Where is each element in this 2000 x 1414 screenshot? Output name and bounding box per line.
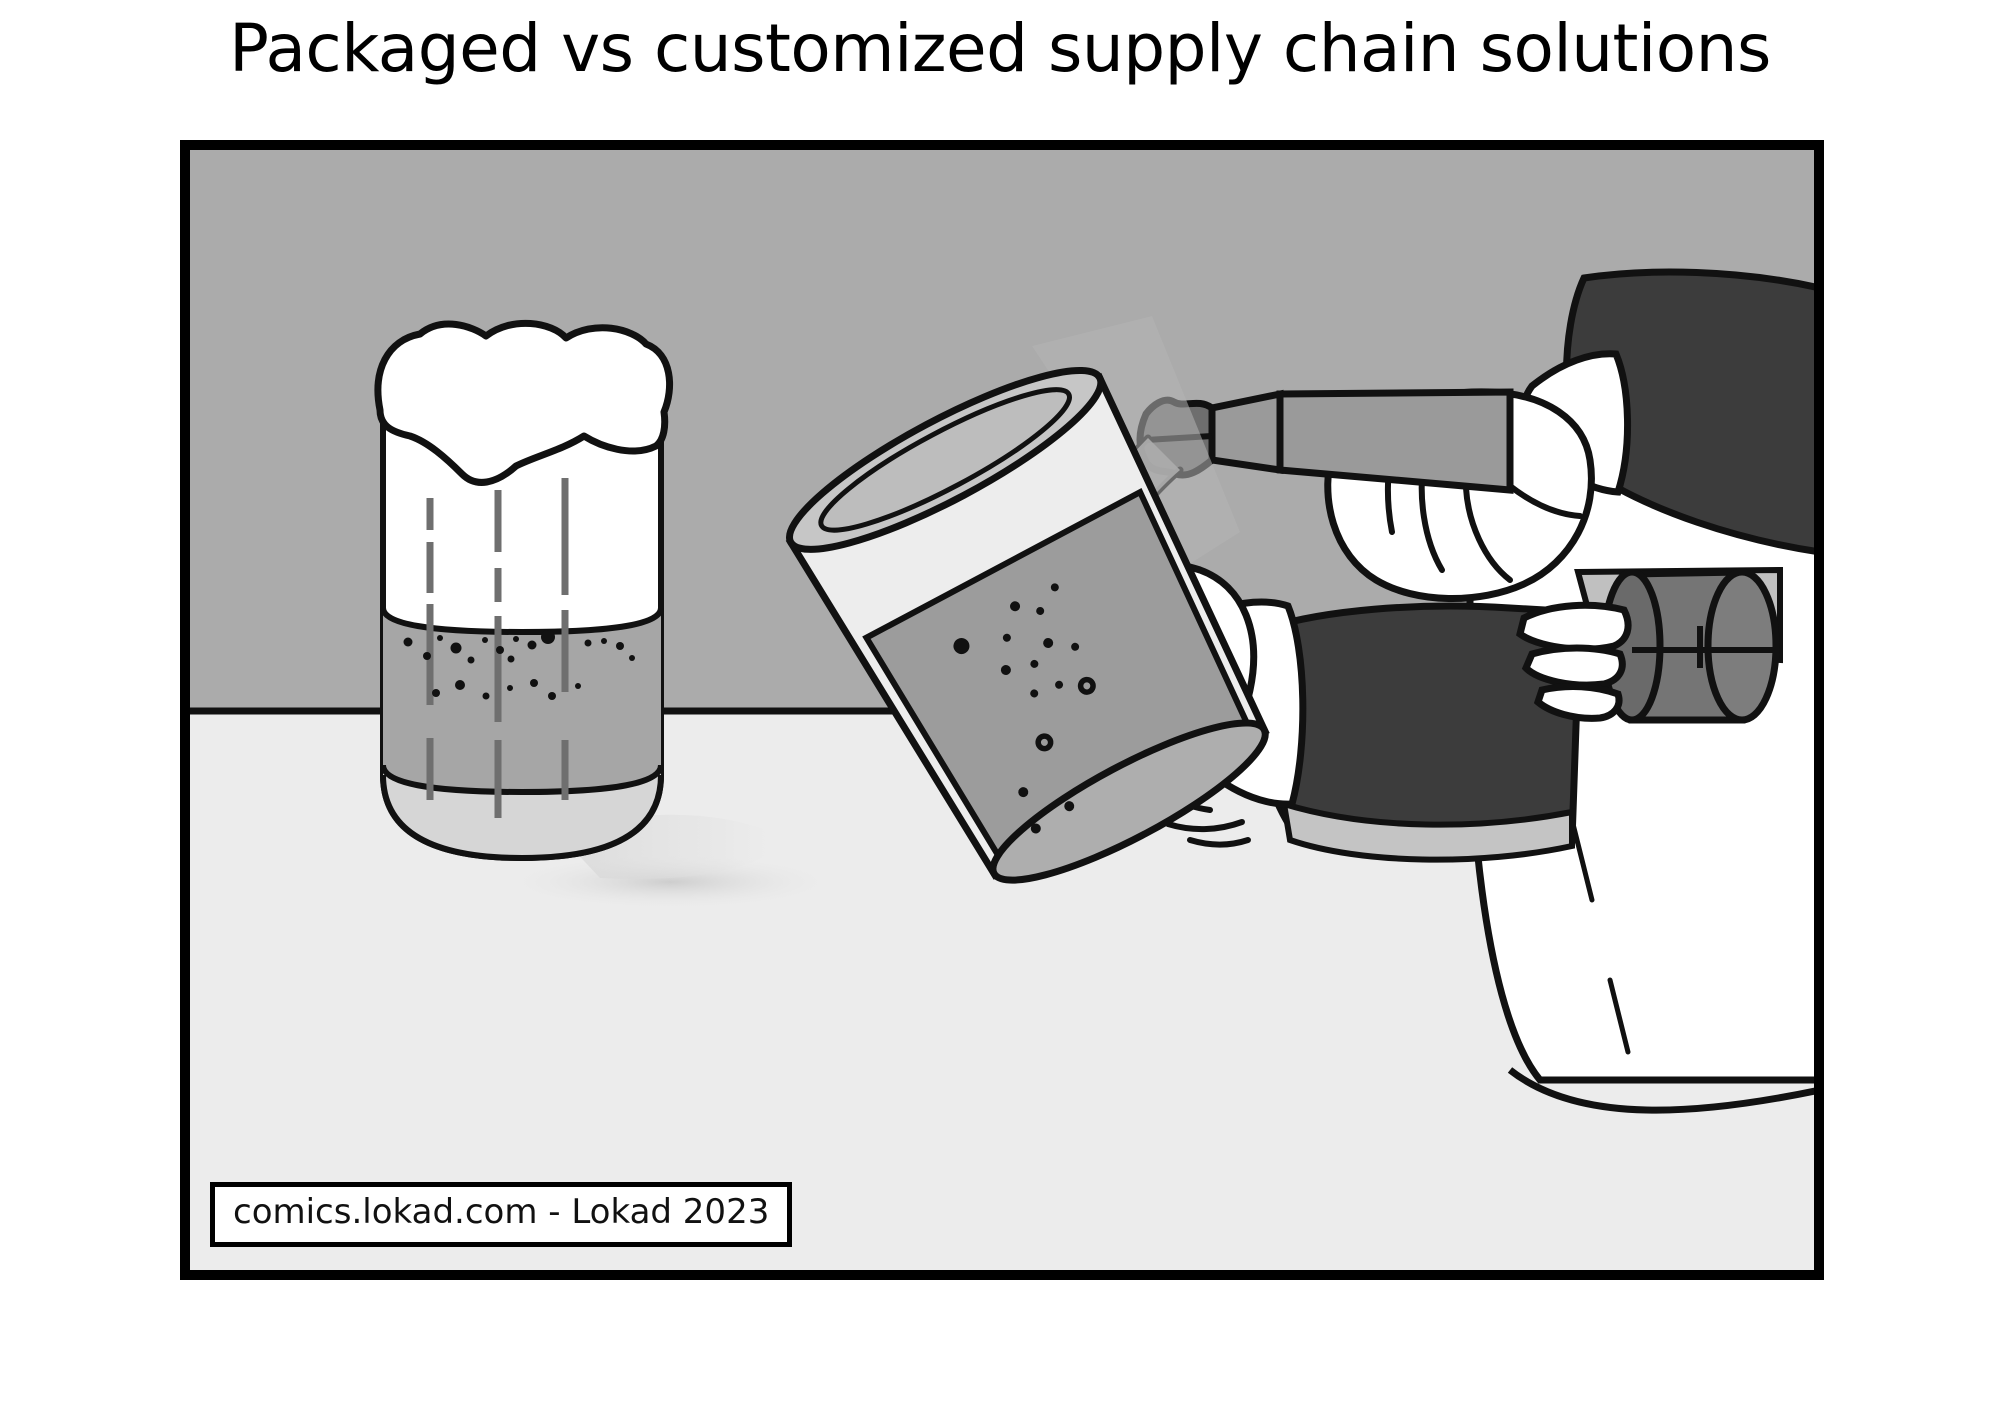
mug-body xyxy=(380,409,664,862)
mug-shadow xyxy=(500,854,840,910)
mug-foam-head xyxy=(374,319,673,486)
mug-base-highlight xyxy=(383,765,661,858)
mug-beer-surface-line xyxy=(380,607,664,636)
comic-panel-artwork xyxy=(180,140,1824,1280)
tilted-beer-glass xyxy=(785,316,1270,884)
second-hand-with-cylinder xyxy=(1516,566,1783,724)
mug-beer-liquid xyxy=(383,608,661,840)
comic-panel xyxy=(180,140,1824,1280)
tilted-glass-bubbles xyxy=(953,583,1096,834)
page-title: Packaged vs customized supply chain solu… xyxy=(229,10,1771,87)
bartender-pouring-scene xyxy=(785,268,1818,1114)
panel-border xyxy=(180,140,1824,1280)
credit-watermark: comics.lokad.com - Lokad 2023 xyxy=(210,1182,793,1248)
beer-mug xyxy=(374,319,840,910)
tilted-glass-base xyxy=(989,719,1269,884)
mug-beer-bubbles xyxy=(403,630,635,700)
second-hand-fingers xyxy=(1516,601,1632,722)
sleeve-under-shadow xyxy=(1280,799,1575,863)
